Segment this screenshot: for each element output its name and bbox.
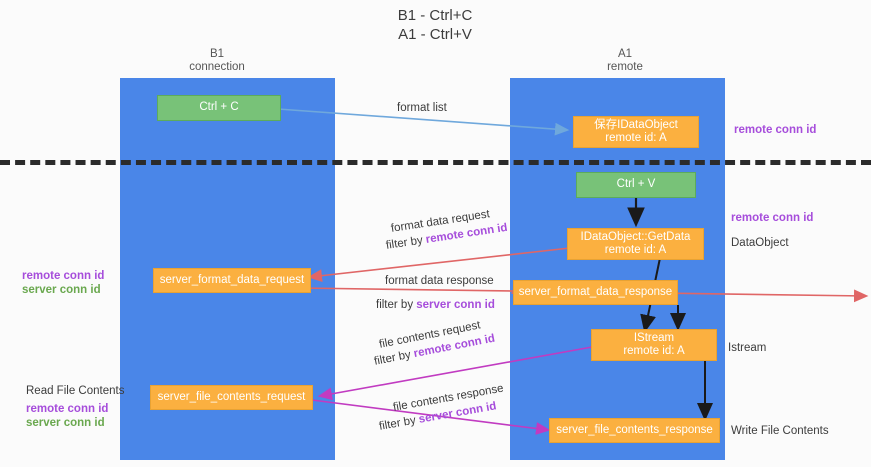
node-idataobject-getdata[interactable]: IDataObject::GetData remote id: A — [567, 228, 704, 260]
filter-prefix-4: filter by — [378, 413, 420, 433]
note-istream: Istream — [728, 342, 767, 354]
note-left-remote-conn-id-2: remote conn id — [26, 403, 109, 415]
node-server-format-data-request[interactable]: server_format_data_request — [153, 268, 311, 293]
node-server-file-contents-response[interactable]: server_file_contents_response — [549, 418, 720, 443]
filter-prefix-3: filter by — [373, 348, 416, 368]
filter-prefix: filter by — [385, 234, 427, 252]
label-format-data-response-filter: filter by server conn id — [376, 298, 495, 312]
page-title: B1 - Ctrl+C A1 - Ctrl+V — [397, 7, 473, 43]
note-left-server-conn-id-2: server conn id — [26, 417, 105, 429]
note-remote-conn-id-mid: remote conn id — [731, 212, 814, 224]
note-remote-conn-id-top: remote conn id — [734, 124, 817, 136]
node-istream[interactable]: IStream remote id: A — [591, 329, 717, 361]
note-dataobject: DataObject — [731, 237, 789, 249]
lane-header-a1: A1 remote — [607, 48, 643, 73]
label-format-list: format list — [397, 102, 447, 114]
note-read-file-contents: Read File Contents — [26, 385, 125, 397]
note-left-server-conn-id: server conn id — [22, 284, 101, 296]
lane-header-b1: B1 connection — [189, 48, 245, 73]
label-format-data-response: format data response — [385, 275, 494, 287]
filter-key-server-conn-id: server conn id — [416, 299, 495, 311]
node-ctrl-v[interactable]: Ctrl + V — [576, 172, 696, 198]
node-server-format-data-response[interactable]: server_format_data_response — [513, 280, 678, 305]
node-ctrl-c[interactable]: Ctrl + C — [157, 95, 281, 121]
node-server-file-contents-request[interactable]: server_file_contents_request — [150, 385, 313, 410]
filter-prefix-2: filter by — [376, 299, 417, 311]
node-save-idataobject[interactable]: 保存IDataObject remote id: A — [573, 116, 699, 148]
phase-divider — [0, 160, 871, 165]
note-left-remote-conn-id: remote conn id — [22, 270, 105, 282]
note-write-file-contents: Write File Contents — [731, 425, 829, 437]
